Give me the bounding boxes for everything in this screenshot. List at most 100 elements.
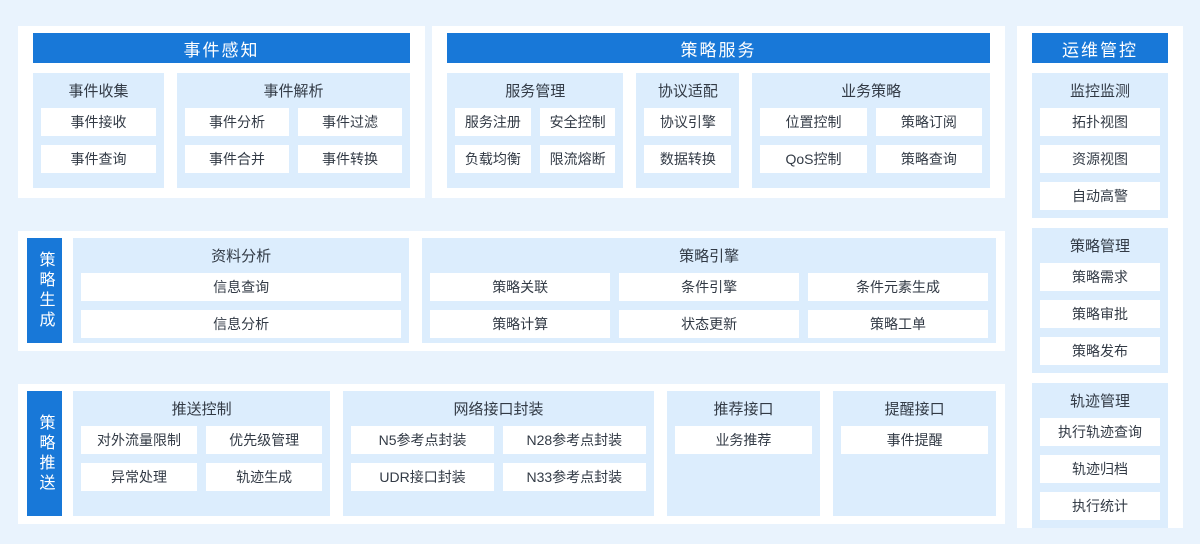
section-items: 事件分析事件过滤事件合并事件转换 — [185, 108, 402, 180]
panel-policy-push: 策略推送 推送控制 对外流量限制优先级管理异常处理轨迹生成 网络接口封装 N5参… — [18, 384, 1005, 524]
diagram-item: 异常处理 — [81, 463, 198, 491]
diagram-item: 事件接收 — [41, 108, 157, 136]
panel-policy-service-title: 策略服务 — [447, 33, 990, 63]
diagram-item: 策略审批 — [1040, 300, 1160, 328]
diagram-item: 策略关联 — [430, 273, 611, 301]
diagram-item: 事件合并 — [185, 145, 290, 173]
diagram-item: 业务推荐 — [674, 426, 813, 454]
section-title: 服务管理 — [505, 83, 566, 100]
diagram-item: 执行轨迹查询 — [1040, 418, 1160, 446]
diagram-item: 策略计算 — [430, 310, 611, 338]
section-policy-management: 策略管理 策略需求策略审批策略发布 — [1032, 228, 1168, 373]
section-title: 策略引擎 — [679, 248, 740, 265]
ops-control-sections: 监控监测 拓扑视图资源视图自动高警 策略管理 策略需求策略审批策略发布 轨迹管理… — [1032, 73, 1168, 528]
event-perception-sections: 事件收集 事件接收事件查询 事件解析 事件分析事件过滤事件合并事件转换 — [33, 73, 410, 188]
diagram-item: 信息查询 — [81, 273, 402, 301]
section-title: 监控监测 — [1069, 83, 1130, 100]
section-policy-engine: 策略引擎 策略关联条件引擎条件元素生成策略计算状态更新策略工单 — [422, 238, 996, 343]
diagram-item: N28参考点封装 — [502, 426, 646, 454]
diagram-item: N33参考点封装 — [502, 463, 646, 491]
main-column: 事件感知 事件收集 事件接收事件查询 事件解析 事件分析事件过滤事件合并事件转换… — [18, 26, 1005, 528]
panel-ops-control-title: 运维管控 — [1032, 33, 1168, 63]
diagram-item: 服务注册 — [455, 108, 531, 136]
section-items: N5参考点封装 N28参考点封装 UDR接口封装 N33参考点封装 — [351, 426, 646, 508]
section-title: 协议适配 — [657, 83, 718, 100]
section-items: 事件提醒 — [841, 426, 988, 508]
section-title: 提醒接口 — [884, 401, 945, 418]
diagram-item: 执行统计 — [1040, 492, 1160, 520]
diagram-item: 策略工单 — [808, 310, 988, 338]
section-items: 策略需求策略审批策略发布 — [1040, 263, 1160, 365]
diagram-item: 协议引擎 — [644, 108, 732, 136]
vertical-label-policy-push: 策略推送 — [27, 391, 62, 516]
diagram-item: 事件过滤 — [298, 108, 402, 136]
section-data-analysis: 资料分析 信息查询信息分析 — [73, 238, 410, 343]
section-monitoring: 监控监测 拓扑视图资源视图自动高警 — [1032, 73, 1168, 218]
diagram-item: 事件转换 — [298, 145, 402, 173]
section-title: 资料分析 — [211, 248, 272, 265]
diagram-item: UDR接口封装 — [351, 463, 494, 491]
diagram-item: 自动高警 — [1040, 182, 1160, 210]
section-items: 对外流量限制优先级管理异常处理轨迹生成 — [81, 426, 323, 508]
diagram-item: 优先级管理 — [206, 426, 323, 454]
middle-row: 策略生成 资料分析 信息查询信息分析 策略引擎 策略关联条件引擎条件元素生成策略… — [18, 231, 1005, 351]
section-title: 事件解析 — [263, 83, 324, 100]
section-items: 事件接收事件查询 — [41, 108, 157, 180]
section-network-interface-encapsulation: 网络接口封装 N5参考点封装 N28参考点封装 UDR接口封装 N33参考点封装 — [343, 391, 654, 516]
diagram-item: 事件提醒 — [841, 426, 988, 454]
section-title: 策略管理 — [1069, 238, 1130, 255]
diagram-item: 拓扑视图 — [1040, 108, 1160, 136]
section-recommendation-interface: 推荐接口 业务推荐 — [666, 391, 821, 516]
section-title: 网络接口封装 — [453, 401, 544, 418]
section-items: 协议引擎数据转换 — [644, 108, 732, 180]
section-protocol-adaptation: 协议适配 协议引擎数据转换 — [636, 73, 740, 188]
section-items: 执行轨迹查询轨迹归档执行统计 — [1040, 418, 1160, 520]
diagram-item: 数据转换 — [644, 145, 732, 173]
diagram-item: 策略订阅 — [875, 108, 982, 136]
section-push-control: 推送控制 对外流量限制优先级管理异常处理轨迹生成 — [73, 391, 331, 516]
panel-policy-generation: 策略生成 资料分析 信息查询信息分析 策略引擎 策略关联条件引擎条件元素生成策略… — [18, 231, 1005, 351]
policy-service-sections: 服务管理 服务注册安全控制负载均衡限流熔断 协议适配 协议引擎数据转换 业务策略… — [447, 73, 990, 188]
diagram-item: 安全控制 — [539, 108, 616, 136]
diagram-item: N5参考点封装 — [351, 426, 494, 454]
panel-ops-control: 运维管控 监控监测 拓扑视图资源视图自动高警 策略管理 策略需求策略审批策略发布… — [1017, 26, 1183, 528]
section-title: 轨迹管理 — [1069, 393, 1130, 410]
bottom-row: 策略推送 推送控制 对外流量限制优先级管理异常处理轨迹生成 网络接口封装 N5参… — [18, 384, 1005, 524]
diagram-item: QoS控制 — [760, 145, 867, 173]
top-row: 事件感知 事件收集 事件接收事件查询 事件解析 事件分析事件过滤事件合并事件转换… — [18, 26, 1005, 198]
section-items: 信息查询信息分析 — [81, 273, 402, 338]
section-event-collection: 事件收集 事件接收事件查询 — [33, 73, 165, 188]
section-title: 事件收集 — [68, 83, 129, 100]
diagram-item: 条件元素生成 — [808, 273, 988, 301]
diagram-item: 负载均衡 — [455, 145, 531, 173]
diagram-item: 事件查询 — [41, 145, 157, 173]
policy-generation-sections: 资料分析 信息查询信息分析 策略引擎 策略关联条件引擎条件元素生成策略计算状态更… — [73, 238, 996, 343]
panel-policy-service: 策略服务 服务管理 服务注册安全控制负载均衡限流熔断 协议适配 协议引擎数据转换… — [432, 26, 1005, 198]
diagram-item: 对外流量限制 — [81, 426, 198, 454]
section-service-management: 服务管理 服务注册安全控制负载均衡限流熔断 — [447, 73, 624, 188]
section-trace-management: 轨迹管理 执行轨迹查询轨迹归档执行统计 — [1032, 383, 1168, 528]
diagram-item: 轨迹归档 — [1040, 455, 1160, 483]
diagram-item: 轨迹生成 — [206, 463, 323, 491]
panel-event-perception-title: 事件感知 — [33, 33, 410, 63]
diagram-item: 条件引擎 — [619, 273, 800, 301]
section-reminder-interface: 提醒接口 事件提醒 — [833, 391, 996, 516]
section-items: 业务推荐 — [674, 426, 813, 508]
diagram-item: 资源视图 — [1040, 145, 1160, 173]
panel-event-perception: 事件感知 事件收集 事件接收事件查询 事件解析 事件分析事件过滤事件合并事件转换 — [18, 26, 425, 198]
diagram-item: 信息分析 — [81, 310, 402, 338]
vertical-label-policy-generation: 策略生成 — [27, 238, 62, 343]
diagram-item: 事件分析 — [185, 108, 290, 136]
section-event-parsing: 事件解析 事件分析事件过滤事件合并事件转换 — [177, 73, 410, 188]
diagram-item: 限流熔断 — [539, 145, 616, 173]
section-title: 业务策略 — [841, 83, 902, 100]
section-title: 推荐接口 — [713, 401, 774, 418]
diagram-item: 位置控制 — [760, 108, 867, 136]
section-items: 拓扑视图资源视图自动高警 — [1040, 108, 1160, 210]
section-items: 策略关联条件引擎条件元素生成策略计算状态更新策略工单 — [430, 273, 988, 338]
diagram-item: 策略需求 — [1040, 263, 1160, 291]
